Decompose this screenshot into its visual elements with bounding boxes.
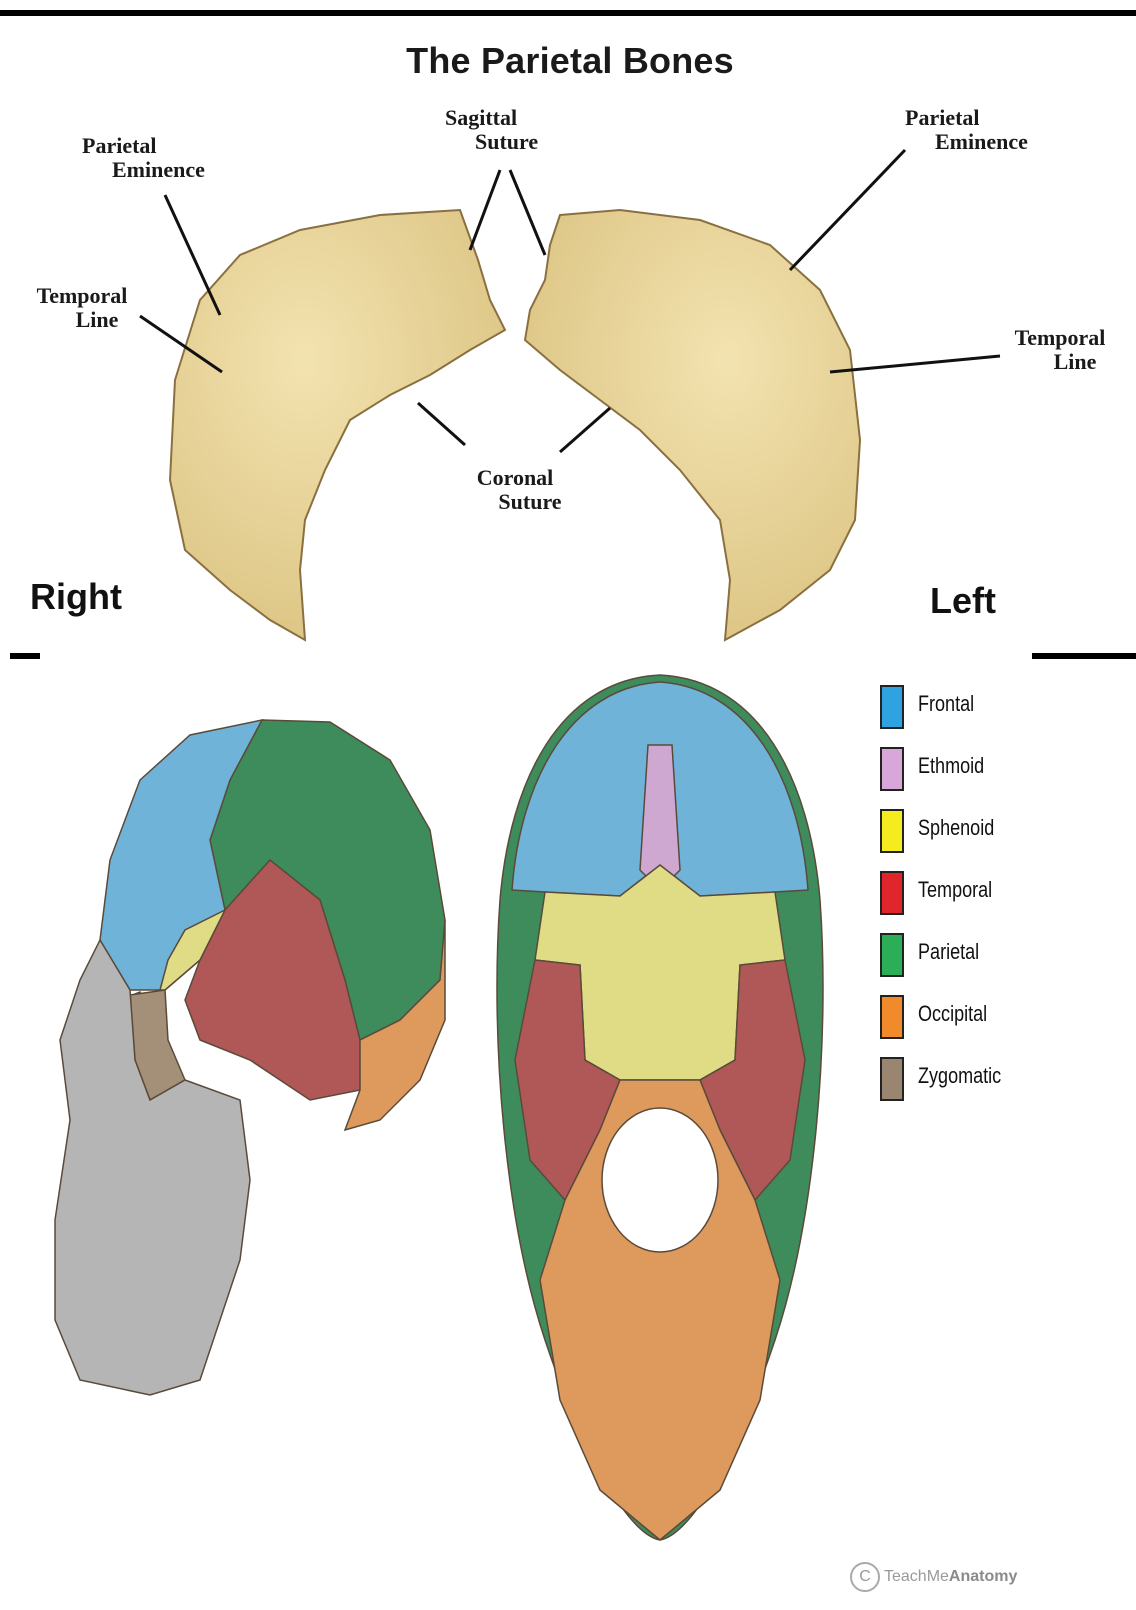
label-line: Eminence (82, 158, 205, 182)
label-left-side: Left (930, 580, 996, 622)
leader-sagittal-left (510, 170, 545, 255)
cranial-base (497, 675, 823, 1540)
legend-label-parietal: Parietal (918, 939, 979, 965)
legend-label-zygomatic: Zygomatic (918, 1063, 1001, 1089)
label-line: Eminence (905, 130, 1065, 154)
foramen-magnum (602, 1108, 718, 1252)
legend-swatch-frontal (880, 685, 904, 729)
label-line: Temporal (1000, 326, 1120, 350)
legend-swatch-occipital (880, 995, 904, 1039)
parietal-bones-figure (0, 0, 1136, 660)
label-line: Suture (445, 130, 605, 154)
leader-coronal-right (418, 403, 465, 445)
legend-swatch-zygomatic (880, 1057, 904, 1101)
legend-label-sphenoid: Sphenoid (918, 815, 994, 841)
divider-left (10, 653, 40, 659)
leader-temporal-line-left (830, 356, 1000, 372)
legend-swatch-temporal (880, 871, 904, 915)
leader-parietal-eminence-left (790, 150, 905, 270)
copyright-icon: C (850, 1562, 880, 1592)
label-line: Line (22, 308, 142, 332)
legend-label-temporal: Temporal (918, 877, 992, 903)
leader-sagittal-right (470, 170, 500, 250)
label-line: Sagittal (445, 106, 605, 130)
credit-brand: Anatomy (949, 1568, 1017, 1585)
legend-label-ethmoid: Ethmoid (918, 753, 984, 779)
leader-coronal-left (560, 408, 610, 452)
legend-swatch-ethmoid (880, 747, 904, 791)
left-parietal-bone (525, 210, 860, 640)
leader-parietal-eminence-right (165, 195, 220, 315)
skull-figure (0, 660, 1136, 1610)
legend-label-frontal: Frontal (918, 691, 974, 717)
divider-right (1032, 653, 1136, 659)
legend-swatch-parietal (880, 933, 904, 977)
label-line: Temporal (22, 284, 142, 308)
legend-label-occipital: Occipital (918, 1001, 987, 1027)
legend-swatch-sphenoid (880, 809, 904, 853)
label-line: Parietal (905, 106, 1065, 130)
label-line: Parietal (82, 134, 205, 158)
label-line: Coronal (445, 466, 585, 490)
credit-prefix: TeachMe (884, 1568, 949, 1585)
label-line: Line (1000, 350, 1120, 374)
lateral-skull (55, 720, 445, 1395)
label-line: Suture (445, 490, 585, 514)
label-right-side: Right (30, 576, 122, 618)
right-parietal-bone (170, 210, 505, 640)
